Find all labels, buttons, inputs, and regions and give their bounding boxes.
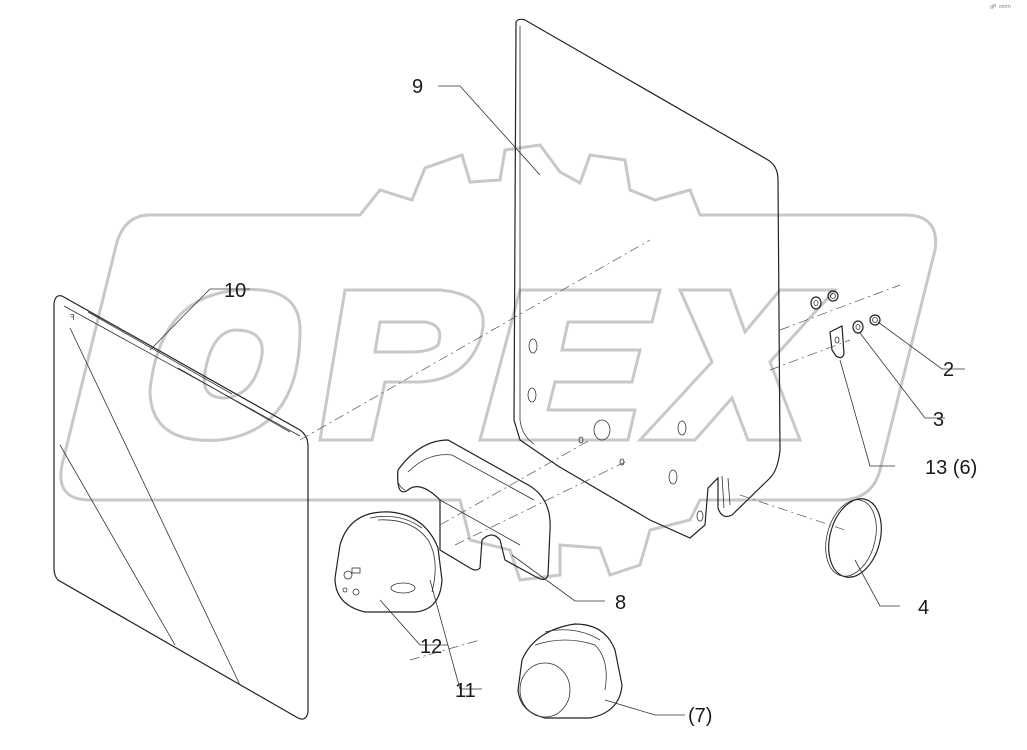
- callout-11: 11: [455, 680, 476, 702]
- part-8-bracket-hood: [396, 439, 551, 581]
- part-12-lamp-housing: [334, 511, 443, 613]
- corner-mark: ᵍᴾ ᵒᵐᵐ: [990, 3, 1011, 12]
- svg-text:ꟻ: ꟻ: [70, 313, 75, 322]
- callout-labels: 9 10 2 3 13 (6) 8 4 12 11 (7): [224, 76, 977, 727]
- callout-2: 2: [943, 359, 954, 381]
- watermark-logo: [59, 143, 938, 582]
- callout-7: (7): [688, 705, 712, 727]
- part-4-round-cap: [825, 498, 882, 578]
- callout-4: 4: [918, 597, 929, 619]
- callout-13: 13 (6): [925, 457, 977, 479]
- callout-12: 12: [420, 636, 442, 658]
- leader-lines: [149, 85, 965, 716]
- part-13-clip: [829, 325, 845, 359]
- callout-3: 3: [933, 409, 944, 431]
- callout-10: 10: [224, 280, 246, 302]
- callout-8: 8: [615, 592, 626, 614]
- part-3-washer: [810, 296, 864, 334]
- assembly-axis-lines: [299, 239, 901, 661]
- part-10-panel-sheet: ꟻ: [53, 295, 309, 720]
- part-2-nut: [827, 290, 881, 326]
- part-9-shield-plate: [513, 18, 781, 539]
- callout-9: 9: [412, 76, 423, 98]
- part-7-rubber-boot: [517, 623, 623, 719]
